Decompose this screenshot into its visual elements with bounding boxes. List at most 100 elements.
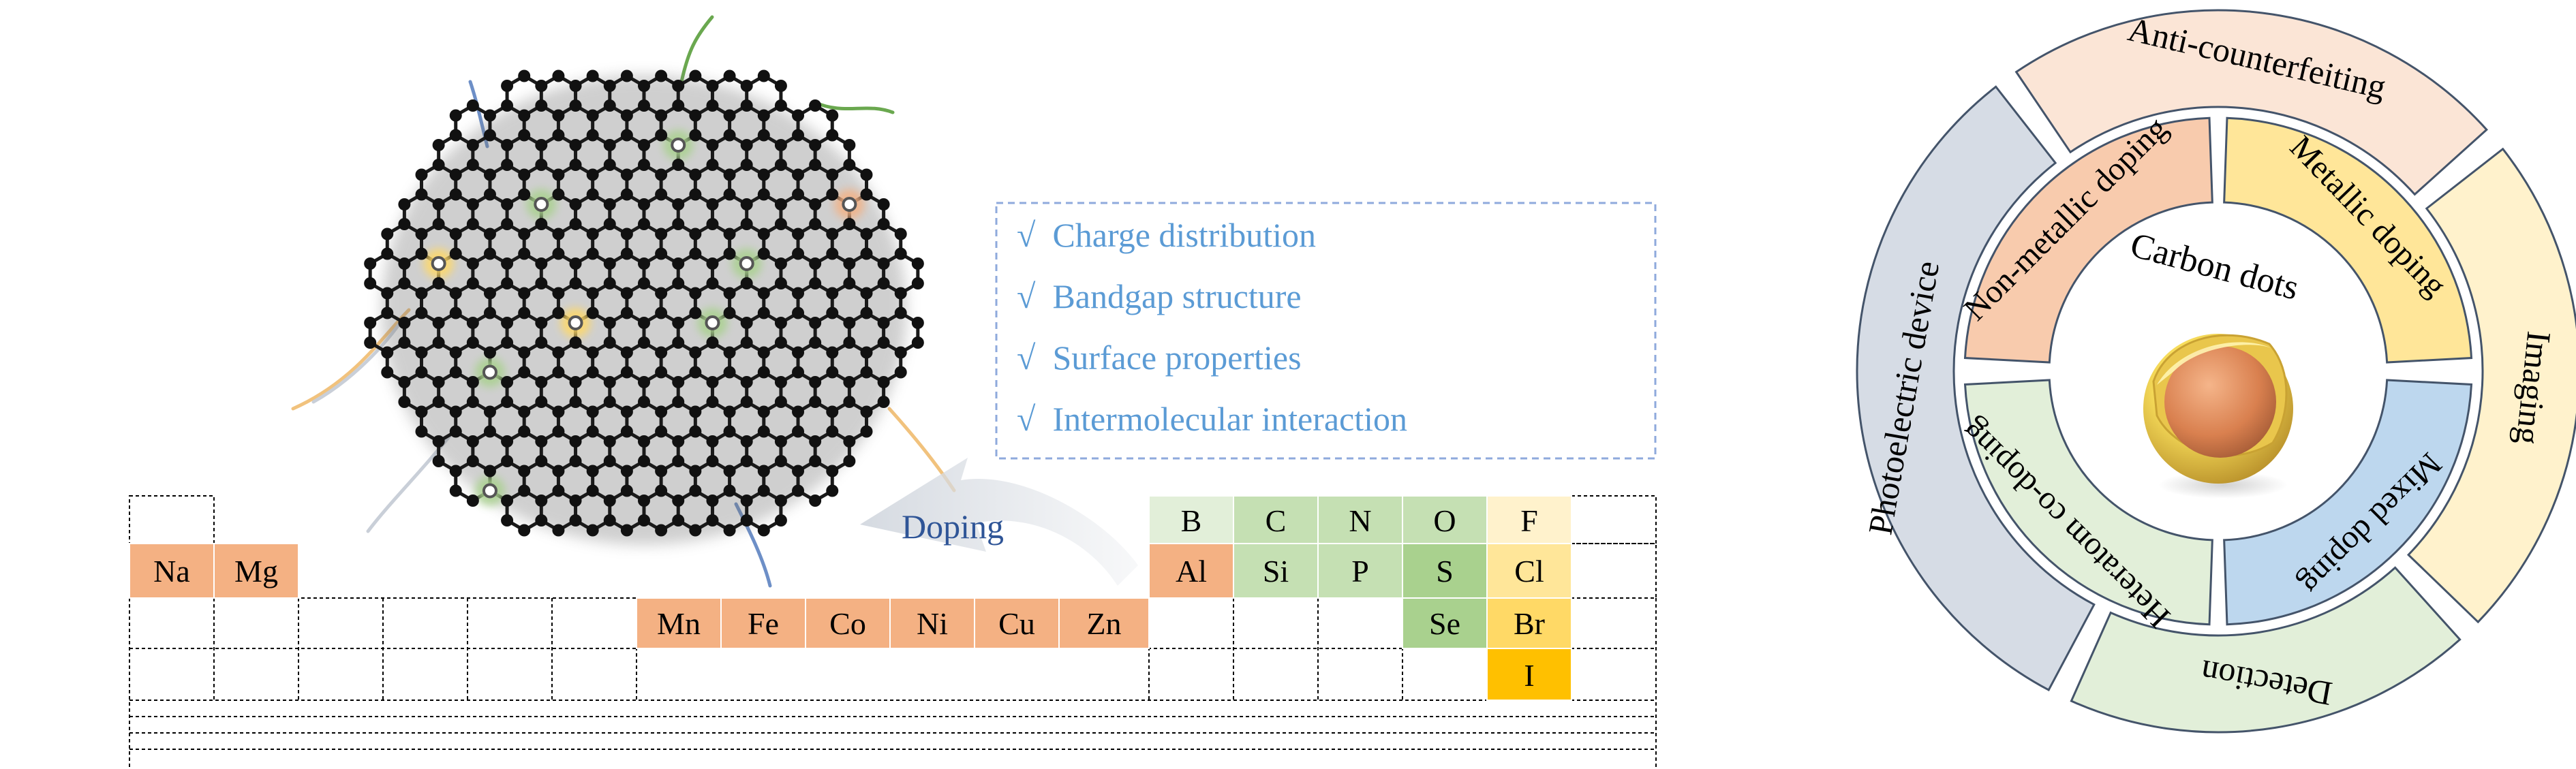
carbon-atom <box>757 524 770 537</box>
carbon-atom <box>535 317 548 329</box>
carbon-atom <box>569 336 582 349</box>
carbon-atom <box>620 405 633 418</box>
carbon-atom <box>877 376 890 388</box>
carbon-atom <box>552 346 565 359</box>
carbon-atom <box>740 514 753 527</box>
carbon-atom <box>826 484 839 497</box>
carbon-atom <box>706 514 719 527</box>
carbon-atom <box>672 495 685 507</box>
carbon-atom <box>655 346 668 359</box>
carbon-atom <box>535 257 548 270</box>
carbon-atom <box>672 317 685 329</box>
element-B: B <box>1181 503 1202 538</box>
carbon-atom <box>569 80 582 92</box>
carbon-atom <box>689 307 702 319</box>
functional-chain <box>812 100 895 114</box>
carbon-atom <box>586 366 599 379</box>
carbon-atom <box>535 159 548 171</box>
carbon-atom <box>706 495 719 507</box>
carbon-atom <box>672 277 685 289</box>
carbon-atom <box>860 188 873 201</box>
outer-photoelectric-device <box>1856 85 2096 691</box>
carbon-atom <box>638 198 650 210</box>
element-N: N <box>1349 503 1371 538</box>
carbon-atom <box>586 109 599 122</box>
carbon-atom <box>501 317 514 329</box>
carbon-atom <box>689 109 702 122</box>
carbon-atom <box>757 405 770 418</box>
carbon-atom <box>655 109 668 122</box>
carbon-atom <box>552 69 565 82</box>
carbon-atom <box>638 257 650 270</box>
carbon-atom <box>689 484 702 497</box>
carbon-atom <box>432 317 445 329</box>
carbon-atom <box>569 514 582 527</box>
sphere-core <box>2164 346 2276 458</box>
carbon-atom <box>535 139 548 151</box>
carbon-atom <box>638 514 650 527</box>
carbon-atom <box>466 376 479 388</box>
carbon-atom <box>843 376 856 388</box>
carbon-atom <box>860 287 873 300</box>
carbon-atom <box>894 227 907 240</box>
carbon-atom <box>655 405 668 418</box>
carbon-atom <box>655 465 668 477</box>
carbon-atom <box>466 99 479 112</box>
property-charge-distribution: √ Charge distribution <box>1017 216 1316 254</box>
carbon-atom <box>809 317 822 329</box>
carbon-atom <box>415 168 428 181</box>
carbon-atom <box>603 514 616 527</box>
carbon-atom <box>501 139 514 151</box>
cell-I <box>1486 648 1572 701</box>
carbon-atom <box>655 366 668 379</box>
carbon-atom <box>552 484 565 497</box>
carbon-atom <box>620 524 633 537</box>
carbon-atom <box>638 317 650 329</box>
carbon-atom <box>398 336 411 349</box>
carbon-atom <box>415 188 428 201</box>
carbon-atom <box>449 405 462 418</box>
carbon-atom <box>792 129 805 142</box>
carbon-atom <box>449 307 462 319</box>
carbon-atom <box>552 109 565 122</box>
element-Mg: Mg <box>234 554 278 588</box>
carbon-atom <box>774 396 787 408</box>
carbon-atom <box>603 455 616 467</box>
carbon-atom <box>586 307 599 319</box>
carbon-atom <box>809 376 822 388</box>
carbon-atom <box>586 287 599 300</box>
functional-chain <box>679 15 714 84</box>
carbon-atom <box>518 109 531 122</box>
carbon-atom <box>757 307 770 319</box>
carbon-atom <box>706 159 719 171</box>
carbon-atom <box>774 317 787 329</box>
carbon-atom <box>586 168 599 181</box>
carbon-atom <box>381 247 394 260</box>
carbon-atom <box>620 188 633 201</box>
carbon-atom <box>757 366 770 379</box>
carbon-atom <box>638 159 650 171</box>
carbon-atom <box>432 336 445 349</box>
carbon-atom <box>449 109 462 122</box>
carbon-atom <box>877 198 890 210</box>
carbon-atom <box>638 435 650 448</box>
carbon-atom <box>518 405 531 418</box>
property-surface-properties: √ Surface properties <box>1017 339 1302 377</box>
carbon-atom <box>552 524 565 537</box>
element-Cu: Cu <box>998 606 1035 641</box>
element-Mn: Mn <box>657 606 701 641</box>
carbon-atom <box>518 465 531 477</box>
carbon-atom <box>432 277 445 289</box>
carbon-atom <box>655 307 668 319</box>
carbon-atom <box>723 307 736 319</box>
carbon-atom <box>672 159 685 171</box>
dopant-atom <box>482 364 497 380</box>
carbon-atom <box>672 435 685 448</box>
carbon-atom <box>706 80 719 92</box>
carbon-atom <box>466 495 479 507</box>
carbon-atom <box>757 69 770 82</box>
carbon-atom <box>398 277 411 289</box>
element-I: I <box>1524 658 1534 693</box>
carbon-atom <box>911 257 924 270</box>
carbon-atom <box>535 455 548 467</box>
